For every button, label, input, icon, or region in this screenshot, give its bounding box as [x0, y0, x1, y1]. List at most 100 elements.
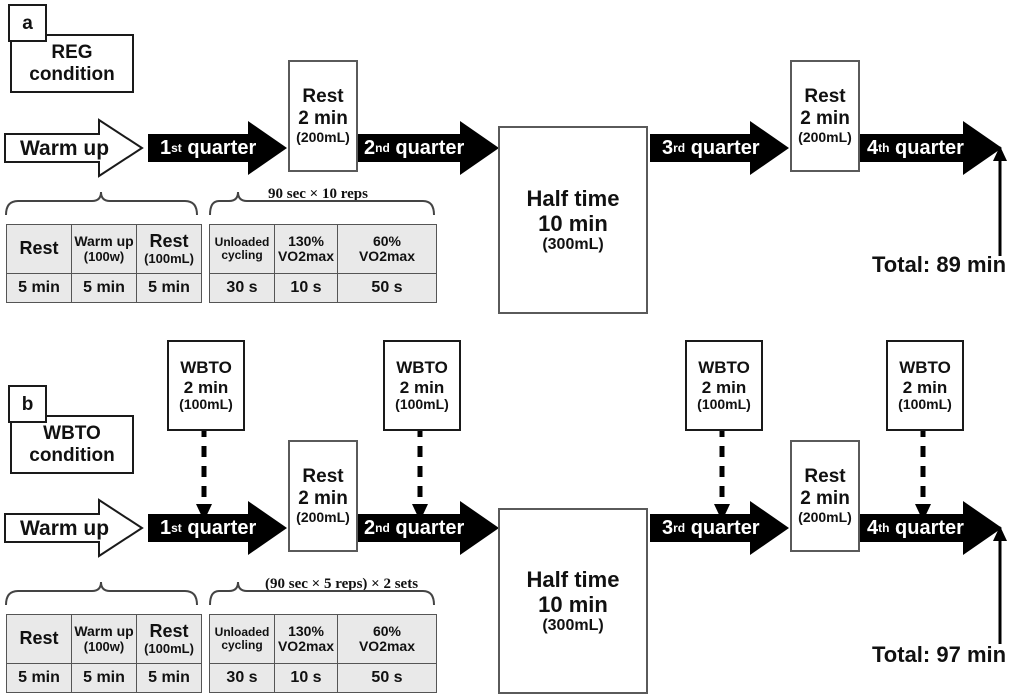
table-row: Unloaded cycling 130% VO2max 60% VO2max [209, 224, 437, 274]
wbto-box-4-line2: 2 min [902, 377, 948, 397]
quarter-3-arrow-shape-a [650, 121, 789, 175]
rest-box-2-b: Rest 2 min (200mL) [790, 440, 860, 552]
brace-label-right-a: 90 sec × 10 reps [268, 186, 368, 202]
halftime-box-b: Half time 10 min (300mL) [498, 508, 648, 694]
cell-header-0: Rest [6, 614, 72, 664]
wbto-box-2-line1: WBTO [396, 358, 448, 378]
table-row: 5 min 5 min 5 min [6, 663, 202, 693]
cell-value-0: 30 s [209, 273, 275, 303]
rest-box-2-b-line1: Rest [804, 466, 846, 488]
total-arrow-a [990, 146, 1010, 256]
brace-label-right-b: (90 sec × 5 reps) × 2 sets [265, 576, 419, 592]
wbto-box-3-line3: (100mL) [697, 395, 751, 412]
rest-box-2-b-line2: 2 min [800, 488, 850, 510]
panel-b-condition: WBTO condition [10, 415, 134, 474]
cell-header-1: 130% VO2max [274, 224, 338, 274]
table-row: Rest Warm up (100w) Rest (100mL) [6, 224, 202, 274]
quarter-4-arrow-shape-b [855, 501, 1002, 555]
wbto-box-1: WBTO 2 min (100mL) [167, 340, 245, 431]
cell-value-2: 50 s [337, 273, 437, 303]
table-row: 30 s 10 s 50 s [209, 663, 437, 693]
quarter-3-arrow-shape-b [650, 501, 789, 555]
halftime-box-b-line1: Half time [526, 566, 620, 592]
rest-box-2-a-line2: 2 min [800, 108, 850, 130]
cell-header-1: 130% VO2max [274, 614, 338, 664]
wbto-box-4-line1: WBTO [899, 358, 951, 378]
rest-box-2-a: Rest 2 min (200mL) [790, 60, 860, 172]
wbto-connector-4 [915, 426, 931, 521]
wbto-box-3-line1: WBTO [698, 358, 750, 378]
wbto-connector-2 [412, 426, 428, 521]
cell-header-1: Warm up (100w) [71, 224, 137, 274]
wbto-box-1-line2: 2 min [183, 377, 229, 397]
cell-header-2: Rest (100mL) [136, 224, 202, 274]
cell-header-2: Rest (100mL) [136, 614, 202, 664]
wbto-box-4: WBTO 2 min (100mL) [886, 340, 964, 431]
warmup-arrow-shape-a [4, 118, 144, 178]
panel-b-condition-line2: condition [29, 444, 115, 466]
cell-value-2: 50 s [337, 663, 437, 693]
cell-header-2: 60% VO2max [337, 614, 437, 664]
total-label-a: Total: 89 min [872, 252, 1007, 277]
protocol-table-right-a: Unloaded cycling 130% VO2max 60% VO2max … [209, 224, 437, 303]
cell-header-0: Rest [6, 224, 72, 274]
rest-box-2-a-line1: Rest [804, 86, 846, 108]
warmup-arrow-shape-b [4, 498, 144, 558]
cell-value-1: 5 min [71, 663, 137, 693]
total-arrow-b [990, 526, 1010, 644]
rest-box-2-a-line3: (200mL) [798, 128, 852, 145]
panel-b: b WBTO condition Warm up WBTO 2 min (100… [0, 330, 1025, 695]
halftime-box-a-line1: Half time [526, 185, 620, 211]
rest-box-2-b-line3: (200mL) [798, 508, 852, 525]
rest-box-1-b-line1: Rest [302, 466, 344, 488]
total-arrow-shape-b [993, 526, 1007, 644]
halftime-box-a: Half time 10 min (300mL) [498, 126, 648, 314]
rest-box-1-a: Rest 2 min (200mL) [288, 60, 358, 172]
wbto-box-3-line2: 2 min [701, 377, 747, 397]
quarter-1-arrow-shape-a [148, 121, 287, 175]
rest-box-1-a-line2: 2 min [298, 108, 348, 130]
protocol-table-left-a: Rest Warm up (100w) Rest (100mL) 5 min 5… [6, 224, 202, 303]
total-label-b: Total: 97 min [872, 642, 1007, 667]
cell-header-1: Warm up (100w) [71, 614, 137, 664]
halftime-box-a-line3: (300mL) [542, 235, 604, 253]
table-row: Rest Warm up (100w) Rest (100mL) [6, 614, 202, 664]
quarter-2-arrow-shape-a [352, 121, 499, 175]
cell-header-0: Unloaded cycling [209, 614, 275, 664]
cell-header-0: Unloaded cycling [209, 224, 275, 274]
cell-header-2: 60% VO2max [337, 224, 437, 274]
table-row: Unloaded cycling 130% VO2max 60% VO2max [209, 614, 437, 664]
rest-box-1-b: Rest 2 min (200mL) [288, 440, 358, 552]
warmup-label-b: Warm up [20, 516, 110, 540]
protocol-table-left-b: Rest Warm up (100w) Rest (100mL) 5 min 5… [6, 614, 202, 693]
table-row: 5 min 5 min 5 min [6, 273, 202, 303]
wbto-box-1-line1: WBTO [180, 358, 232, 378]
cell-value-1: 10 s [274, 663, 338, 693]
cell-value-2: 5 min [136, 273, 202, 303]
quarter-2-arrow-shape-b [352, 501, 499, 555]
panel-a-condition-line1: REG [51, 42, 93, 64]
total-arrow-shape-a [993, 146, 1007, 256]
brace-right-b [209, 581, 435, 606]
brace-right-a [209, 191, 435, 216]
panel-b-condition-line1: WBTO [43, 423, 101, 445]
halftime-box-b-line3: (300mL) [542, 616, 604, 634]
warmup-arrow-b: Warm up [4, 498, 144, 558]
protocol-table-right-b: Unloaded cycling 130% VO2max 60% VO2max … [209, 614, 437, 693]
wbto-box-1-line3: (100mL) [179, 395, 233, 412]
table-row: 30 s 10 s 50 s [209, 273, 437, 303]
panel-b-tag: b [8, 385, 47, 423]
